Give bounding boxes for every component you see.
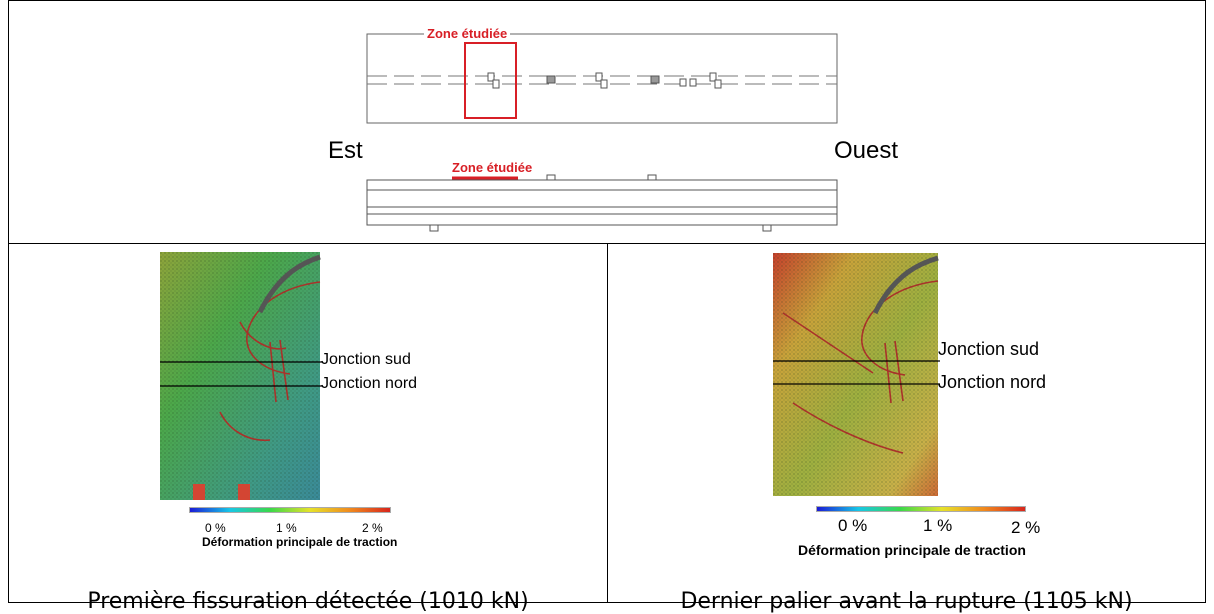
- studied-zone-box: [464, 42, 517, 119]
- panel-first-crack: Jonction sud Jonction nord 0 % 1 % 2 % D…: [8, 243, 608, 614]
- legend-tick-2: 2 %: [362, 521, 383, 535]
- colorbar: [189, 507, 391, 513]
- legend-title: Déformation principale de traction: [202, 535, 398, 549]
- legend-tick-1: 1 %: [276, 521, 297, 535]
- panel-caption: Dernier palier avant la rupture (1105 kN…: [680, 589, 1133, 614]
- zone-label-elevation: Zone étudiée: [452, 160, 533, 175]
- legend-title: Déformation principale de traction: [798, 542, 1026, 558]
- junction-north-label: Jonction nord: [938, 372, 1047, 392]
- plan-view: [366, 33, 838, 232]
- panel-caption: Première fissuration détectée (1010 kN): [87, 589, 529, 614]
- panel-last-step: Jonction sud Jonction nord 0 % 1 % 2 % D…: [607, 243, 1206, 614]
- legend-tick-0: 0 %: [838, 516, 868, 535]
- legend-tick-0: 0 %: [205, 521, 226, 535]
- junction-north-label: Jonction nord: [321, 375, 418, 392]
- figure-table: Zone étudiée Zone étudiée Est Ouest: [8, 0, 1206, 614]
- legend-tick-1: 1 %: [923, 516, 953, 535]
- junction-south-label: Jonction sud: [938, 339, 1040, 359]
- junction-south-label: Jonction sud: [321, 351, 411, 368]
- schematic-cell: Zone étudiée Zone étudiée Est Ouest: [8, 0, 1206, 244]
- west-label: Ouest: [834, 137, 899, 164]
- legend-tick-2: 2 %: [1011, 518, 1041, 537]
- east-label: Est: [328, 137, 363, 164]
- colorbar: [816, 506, 1026, 512]
- strain-map-left: [160, 252, 322, 500]
- strain-map-right: [773, 253, 940, 496]
- zone-label-plan: Zone étudiée: [424, 26, 511, 41]
